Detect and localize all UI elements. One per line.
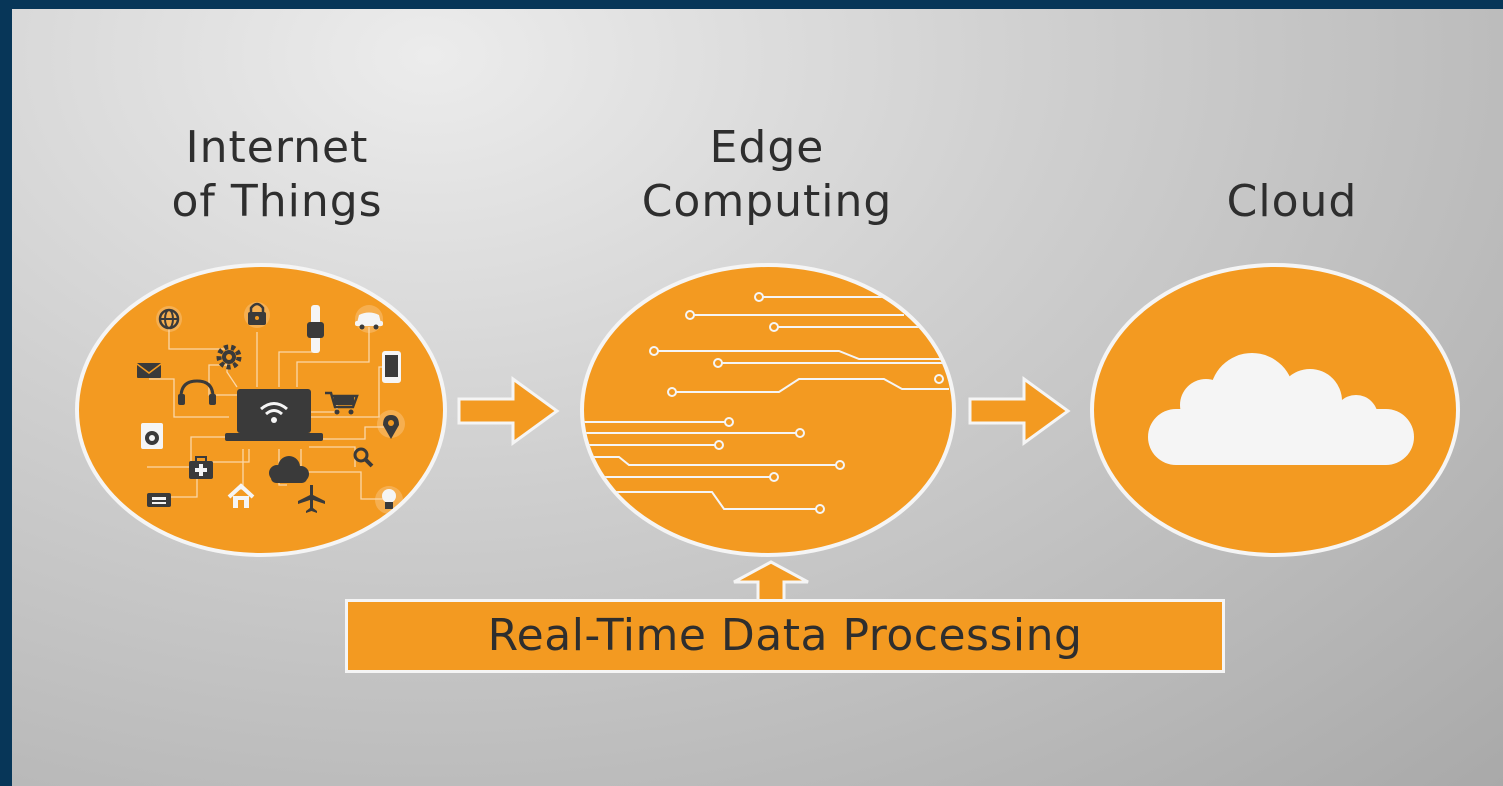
iot-label-line1: Internet [185, 122, 369, 173]
real-time-data-processing-label: Real-Time Data Processing [487, 610, 1083, 661]
lock-icon [244, 302, 270, 328]
edge-label-line2: Computing [641, 176, 893, 227]
cloud-graphic [1148, 353, 1414, 465]
arrow-right-1 [457, 375, 561, 451]
circuit-nodes [649, 292, 944, 514]
smartwatch-icon [307, 305, 324, 353]
iot-circle [75, 263, 447, 557]
search-icon [353, 447, 374, 468]
arrow-right-2 [968, 375, 1072, 451]
cloud-circle [1090, 263, 1460, 557]
airplane-icon [298, 485, 325, 513]
arrow-up [730, 560, 812, 608]
cloud-icon [1148, 353, 1414, 465]
car-icon [355, 305, 383, 333]
headphones-icon [178, 379, 216, 405]
iot-label: Internet of Things [112, 121, 442, 229]
edge-computing-label: Edge Computing [572, 121, 962, 229]
laptop-wifi-icon [225, 389, 323, 441]
cloud-icon [269, 456, 309, 483]
shopping-cart-icon [325, 391, 359, 415]
real-time-data-processing-box: Real-Time Data Processing [345, 599, 1225, 673]
printer-icon [147, 493, 171, 507]
smartphone-icon [382, 351, 401, 383]
iot-label-line2: of Things [171, 176, 383, 227]
diagram-canvas: Internet of Things Edge Computing Cloud [12, 9, 1503, 786]
washing-machine-icon [141, 423, 163, 449]
globe-icon [156, 306, 182, 332]
home-icon [227, 483, 255, 508]
gear-icon [216, 344, 242, 370]
circuit-traces-graphic [584, 292, 949, 514]
cloud-label: Cloud [1147, 175, 1437, 229]
iot-network-graphic [136, 302, 405, 514]
lightbulb-icon [375, 486, 403, 514]
location-pin-icon [377, 410, 405, 439]
edge-computing-circle [580, 263, 956, 557]
first-aid-kit-icon [189, 456, 213, 479]
edge-label-line1: Edge [709, 122, 825, 173]
cloud-label-text: Cloud [1226, 176, 1358, 227]
circuit-traces [584, 296, 949, 510]
iot-connector-lines [147, 327, 391, 500]
mail-icon [136, 363, 162, 378]
